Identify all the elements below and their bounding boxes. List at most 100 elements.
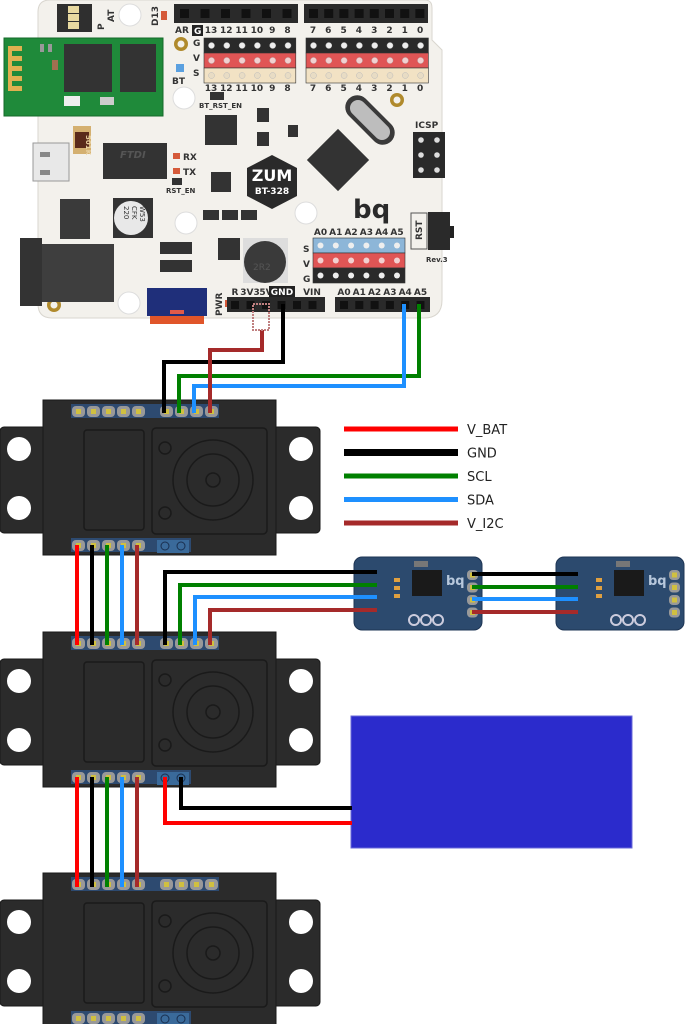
label-icsp: ICSP [415,121,439,131]
pin-socket [378,272,385,279]
analog-svg-block [312,237,406,284]
power-jack[interactable] [20,238,114,306]
zum-logo: ZUM BT-328 [247,155,297,209]
pin-socket [378,242,385,249]
gnd-label-bg [269,286,295,297]
wire-vi2c [208,608,377,645]
legend-label: SDA [467,494,494,509]
pin-socket [325,42,333,49]
pin-socket [394,242,400,249]
label-ar: AR [175,26,189,36]
servo-body [42,399,277,556]
analog-pin-label: A5 [414,288,427,298]
header-pin [262,9,271,18]
dip-switch[interactable] [57,4,92,32]
pin-socket [348,242,355,249]
usb-connector[interactable] [32,142,70,182]
mount-hole [289,728,313,752]
pin-socket [238,57,246,64]
reset-button[interactable] [410,212,454,250]
pin-socket [310,72,317,79]
power-terminal [160,1014,170,1024]
header-top-right [304,4,428,23]
label-rst: RST [415,220,425,240]
header-pin [179,882,184,887]
mount-hole [289,437,313,461]
digital-pin-label: 11 [235,26,248,36]
servo-horn [186,926,240,980]
digital-pin-label: 4 [356,84,362,94]
header-pin [308,301,317,309]
pin-socket [378,257,385,264]
header-pin [324,9,334,18]
servo-horn [172,671,254,753]
pin-socket [254,72,261,79]
wire-scl [177,304,421,413]
pin-row [305,37,429,54]
pin-socket [417,57,424,64]
header-pin [194,409,199,414]
digital-pin-label: 3 [371,84,377,94]
pin-socket [332,242,339,249]
pin-socket [317,242,324,249]
digital-pin-label: 0 [417,84,423,94]
mount-hole [289,910,313,934]
servo-gear-housing [151,900,268,1008]
digital-pin-label: 6 [325,84,331,94]
analog-pin-label: A3 [383,288,396,298]
header-pin [370,301,379,309]
mount-hole [7,969,31,993]
header-pin [121,409,126,414]
servo-2 [0,631,321,788]
battery [350,715,633,849]
svg-text:CFK: CFK [130,206,138,220]
pin-socket [325,57,333,64]
legend-label: GND [467,447,497,462]
legend-item: V_I2C [344,517,504,532]
header-pin [339,9,349,18]
power-switch[interactable] [147,288,207,324]
row-label-s: S [303,245,309,255]
mount-hole [7,669,31,693]
servo-body [42,631,277,788]
sensor-logo: bq [446,574,465,589]
wire-gnd [179,777,352,810]
wire-vi2c-split [252,303,270,331]
bluetooth-module [3,37,164,117]
mount-hole [7,496,31,520]
digital-pin-label: 7 [310,26,316,36]
header-pin [385,9,394,18]
pin-socket [254,42,261,49]
header-pin [121,1016,126,1021]
header-pin [136,1016,141,1021]
pin-socket [340,72,348,79]
analog-pin-label: A2 [344,228,357,238]
power-terminal [157,1013,189,1024]
i2c-sensor-1: bq [353,556,483,631]
board-revision: Rev.3 [426,256,448,264]
pin-socket [254,57,261,64]
header-pin [200,9,210,18]
header-top-left [174,4,298,23]
digital-pin-label: 1 [402,84,408,94]
analog-pin-label: A0 [337,288,350,298]
pin-socket [284,42,292,49]
power-pin-label: 5V [259,288,272,298]
pin-socket [386,42,394,49]
header-pin [385,301,394,309]
analog-pin-label: A2 [368,288,381,298]
legend-label: V_BAT [467,423,507,438]
wire-vi2c [208,330,264,413]
analog-pin-label: A0 [314,228,327,238]
pin-row [305,67,429,84]
digital-pin-label: 7 [310,84,316,94]
pin-socket [402,57,409,64]
crystal [345,95,395,145]
power-pin-label: 3V3 [240,288,260,298]
pin-socket [284,72,292,79]
header-pin [91,409,96,414]
digital-pin-label: 3 [371,26,377,36]
chip [205,115,237,145]
